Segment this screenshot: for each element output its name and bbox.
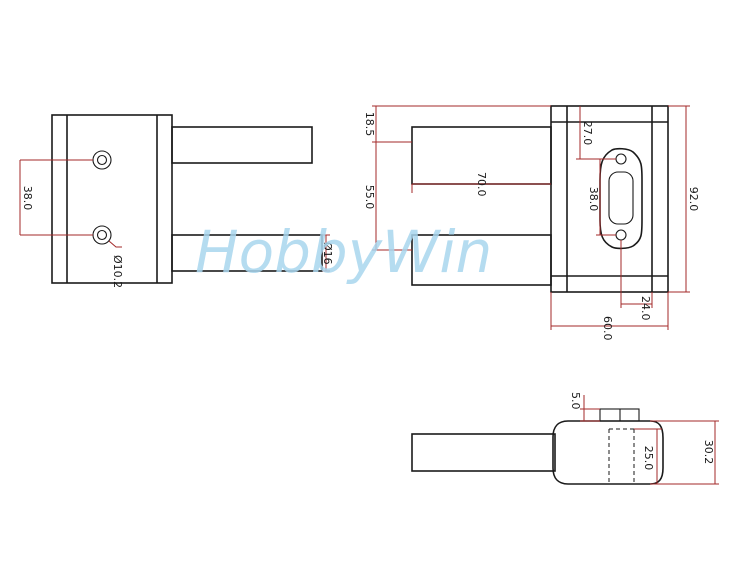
side-view-upper-hole-outer: [92, 150, 112, 170]
dim-front-flange-offset: 27.0: [581, 121, 594, 146]
dim-top-thickness: 30.2: [702, 440, 715, 465]
dim-line: [108, 240, 122, 248]
dim-left-hole-spacing: 38.0: [21, 186, 34, 211]
flange-lower-bolt-hole: [615, 229, 627, 241]
dim-front-shaft-length: 70.0: [475, 172, 488, 197]
dim-front-top-offset: 18.5: [363, 112, 376, 137]
front-view-body: [550, 105, 669, 293]
side-view-lower-shaft: [171, 234, 323, 272]
dim-front-height: 92.0: [687, 187, 700, 212]
flange-upper-bolt-hole: [615, 153, 627, 165]
exhaust-port: [608, 171, 634, 225]
front-view-lower-shaft: [411, 234, 552, 286]
dim-top-inner: 25.0: [642, 446, 655, 471]
dim-front-width: 60.0: [601, 316, 614, 341]
dim-front-slot-spacing: 38.0: [587, 187, 600, 212]
top-view: 5.0 25.0 30.2: [411, 392, 719, 485]
dim-top-step: 5.0: [569, 392, 582, 410]
front-view: 18.5 55.0 70.0 27.0 38.0 92.0 24.0 60.0: [363, 105, 700, 341]
dim-left-hole-diameter: Ø10.2: [111, 255, 124, 288]
side-view-upper-shaft: [171, 126, 313, 164]
side-view-body: [51, 114, 173, 284]
side-view: 38.0 Ø10.2 Ø16: [19, 114, 334, 288]
watermark: HobbyWin: [195, 218, 492, 286]
dim-front-shaft-spacing: 55.0: [363, 185, 376, 210]
side-view-lower-hole-inner: [96, 229, 108, 241]
dim-left-shaft-diameter: Ø16: [321, 242, 334, 265]
side-view-upper-hole-inner: [96, 154, 108, 166]
top-view-shaft: [411, 433, 556, 472]
side-view-lower-hole-outer: [92, 225, 112, 245]
dim-front-bottom-offset: 24.0: [639, 296, 652, 321]
